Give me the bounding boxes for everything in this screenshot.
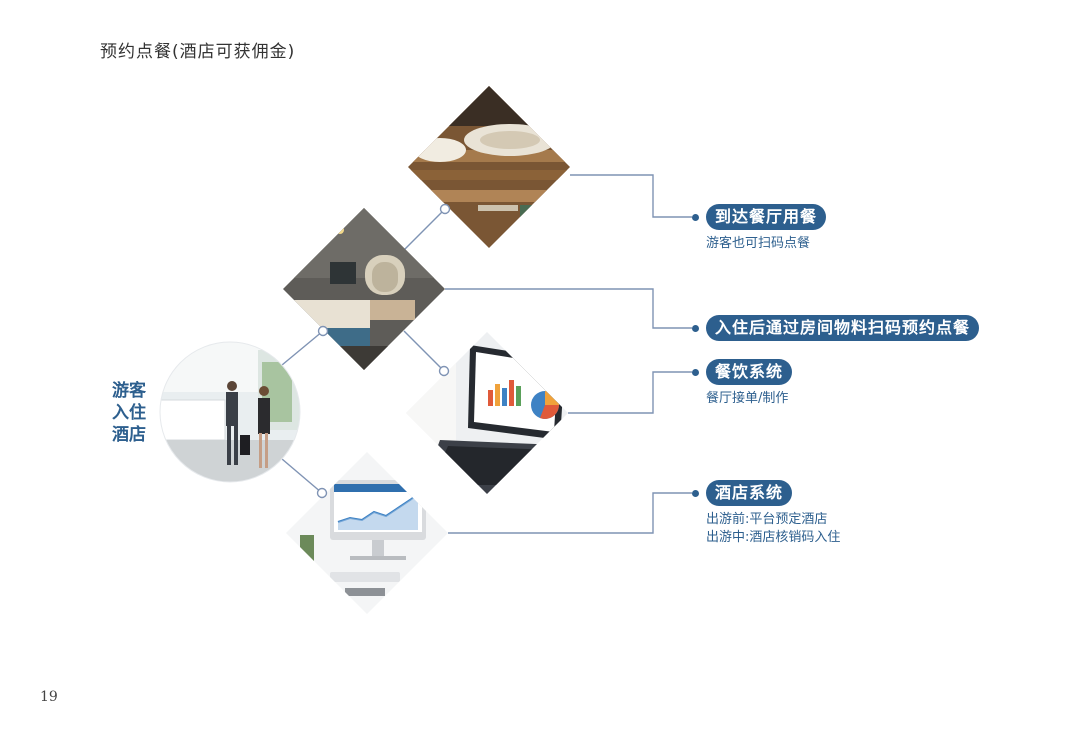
pill-label: 入住后通过房间物料扫码预约点餐 [706, 315, 980, 341]
bullet-dot-icon [692, 368, 699, 376]
connector-circle-room [281, 330, 324, 366]
subtext-line: 出游中:酒店核销码入住 [706, 530, 841, 545]
connector-circle-monitor [281, 458, 323, 494]
node-restaurant-bottom [439, 203, 451, 215]
pill-subtext: 游客也可扫码点餐 [706, 235, 826, 253]
hotel-room-photo [283, 208, 445, 370]
bullet-dot-icon [692, 213, 699, 221]
subtext-line: 游客也可扫码点餐 [706, 236, 811, 251]
start-label: 游客 入住 酒店 [100, 380, 158, 446]
restaurant-table-photo [408, 86, 570, 248]
pill-subtext: 出游前:平台预定酒店 出游中:酒店核销码入住 [706, 511, 840, 547]
bullet-dot-icon [692, 489, 699, 497]
connector-nodes [316, 203, 451, 499]
node-monitor-left [316, 487, 328, 499]
connector-to-item-2 [445, 288, 692, 329]
hotel-lobby-photo [160, 342, 300, 482]
node-laptop-top [438, 365, 450, 377]
page-number: 19 [40, 689, 58, 705]
label-item-1: 到达餐厅用餐 游客也可扫码点餐 [692, 204, 827, 253]
subtext-line: 出游前:平台预定酒店 [706, 512, 828, 527]
start-label-line: 入住 [112, 403, 146, 423]
label-item-4: 酒店系统 出游前:平台预定酒店 出游中:酒店核销码入住 [692, 480, 840, 547]
pill-row: 到达餐厅用餐 [692, 204, 827, 230]
pill-label: 餐饮系统 [706, 359, 793, 385]
start-label-line: 酒店 [112, 425, 146, 445]
desktop-monitor-photo [286, 452, 448, 614]
connector-to-item-3 [568, 371, 692, 414]
pill-label: 酒店系统 [706, 480, 793, 506]
label-item-3: 餐饮系统 餐厅接单/制作 [692, 359, 793, 408]
connector-room-laptop [403, 330, 445, 372]
node-room-left [317, 325, 329, 337]
connector-to-item-4 [448, 492, 692, 534]
pill-row: 酒店系统 [692, 480, 840, 506]
laptop-chart-photo [406, 332, 568, 494]
bullet-dot-icon [692, 324, 699, 332]
pill-row: 餐饮系统 [692, 359, 793, 385]
start-label-line: 游客 [112, 381, 146, 401]
pill-label: 到达餐厅用餐 [706, 204, 827, 230]
pill-subtext: 餐厅接单/制作 [706, 390, 792, 408]
subtext-line: 餐厅接单/制作 [706, 391, 789, 406]
pill-row: 入住后通过房间物料扫码预约点餐 [692, 315, 980, 341]
page-title: 预约点餐(酒店可获佣金) [100, 42, 296, 62]
connector-to-item-1 [570, 174, 692, 218]
label-item-2: 入住后通过房间物料扫码预约点餐 [692, 315, 980, 341]
